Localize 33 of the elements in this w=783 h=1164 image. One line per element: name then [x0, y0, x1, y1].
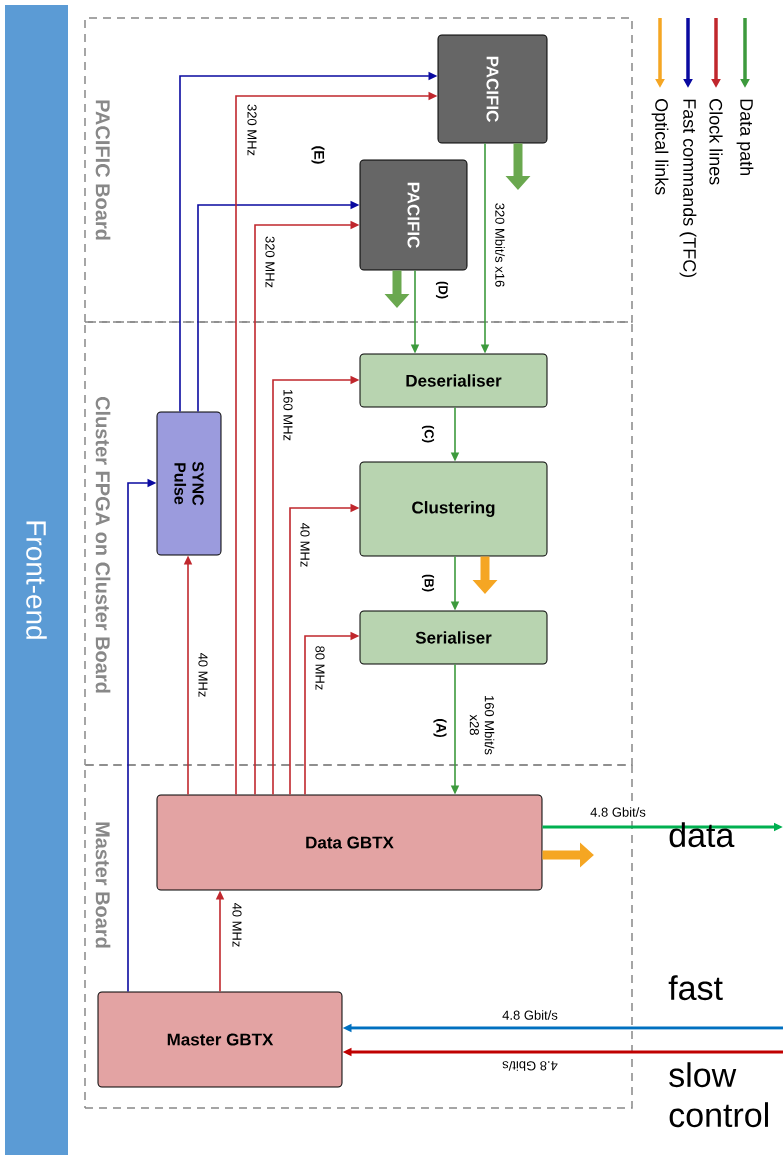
- chip-box: PACIFIC: [359, 159, 468, 271]
- edge-label: (D): [434, 280, 450, 301]
- edge-label: 160 MHz: [282, 388, 294, 442]
- legend-label: Clock lines: [709, 99, 723, 185]
- edge-label: (C): [420, 424, 436, 445]
- process-box: Deserialiser: [359, 353, 548, 408]
- sync-pulse-box: SYNC Pulse: [156, 411, 222, 556]
- edge-label: 4.8 Gbit/s: [501, 1009, 559, 1021]
- edge-label: 4.8 Gbit/s: [501, 1060, 559, 1072]
- edge-label: 40 MHz: [231, 901, 243, 949]
- edge-label: (B): [420, 573, 436, 594]
- legend-label: Optical links: [651, 99, 669, 195]
- label-text: (A): [433, 719, 447, 738]
- side-label: slow control: [669, 1062, 768, 1128]
- edge-label: 160 Mbit/s x28: [468, 693, 496, 757]
- process-box: Clustering: [359, 461, 548, 557]
- label-text: (E): [311, 146, 325, 164]
- process-box: Serialiser: [359, 610, 548, 665]
- edge-label: 80 MHz: [314, 644, 326, 692]
- chip-box: PACIFIC: [437, 34, 548, 144]
- edge-label: 320 Mbit/s x16: [494, 201, 506, 289]
- edge-label: 320 MHz: [264, 235, 276, 289]
- edge-label: 40 MHz: [197, 651, 209, 699]
- edge-label: 320 MHz: [246, 103, 258, 157]
- gbtx-box: Data GBTX: [156, 794, 543, 891]
- edge-label: 40 MHz: [299, 521, 311, 569]
- side-label: data: [669, 822, 735, 848]
- legend-label: Data path: [736, 99, 754, 176]
- gbtx-box: Master GBTX: [97, 991, 343, 1088]
- edge-label: 4.8 Gbit/s: [589, 806, 647, 818]
- side-label: fast: [668, 975, 723, 1001]
- front-end-band: Front-end: [5, 5, 68, 1155]
- legend-label: Fast commands (TFC): [679, 99, 697, 278]
